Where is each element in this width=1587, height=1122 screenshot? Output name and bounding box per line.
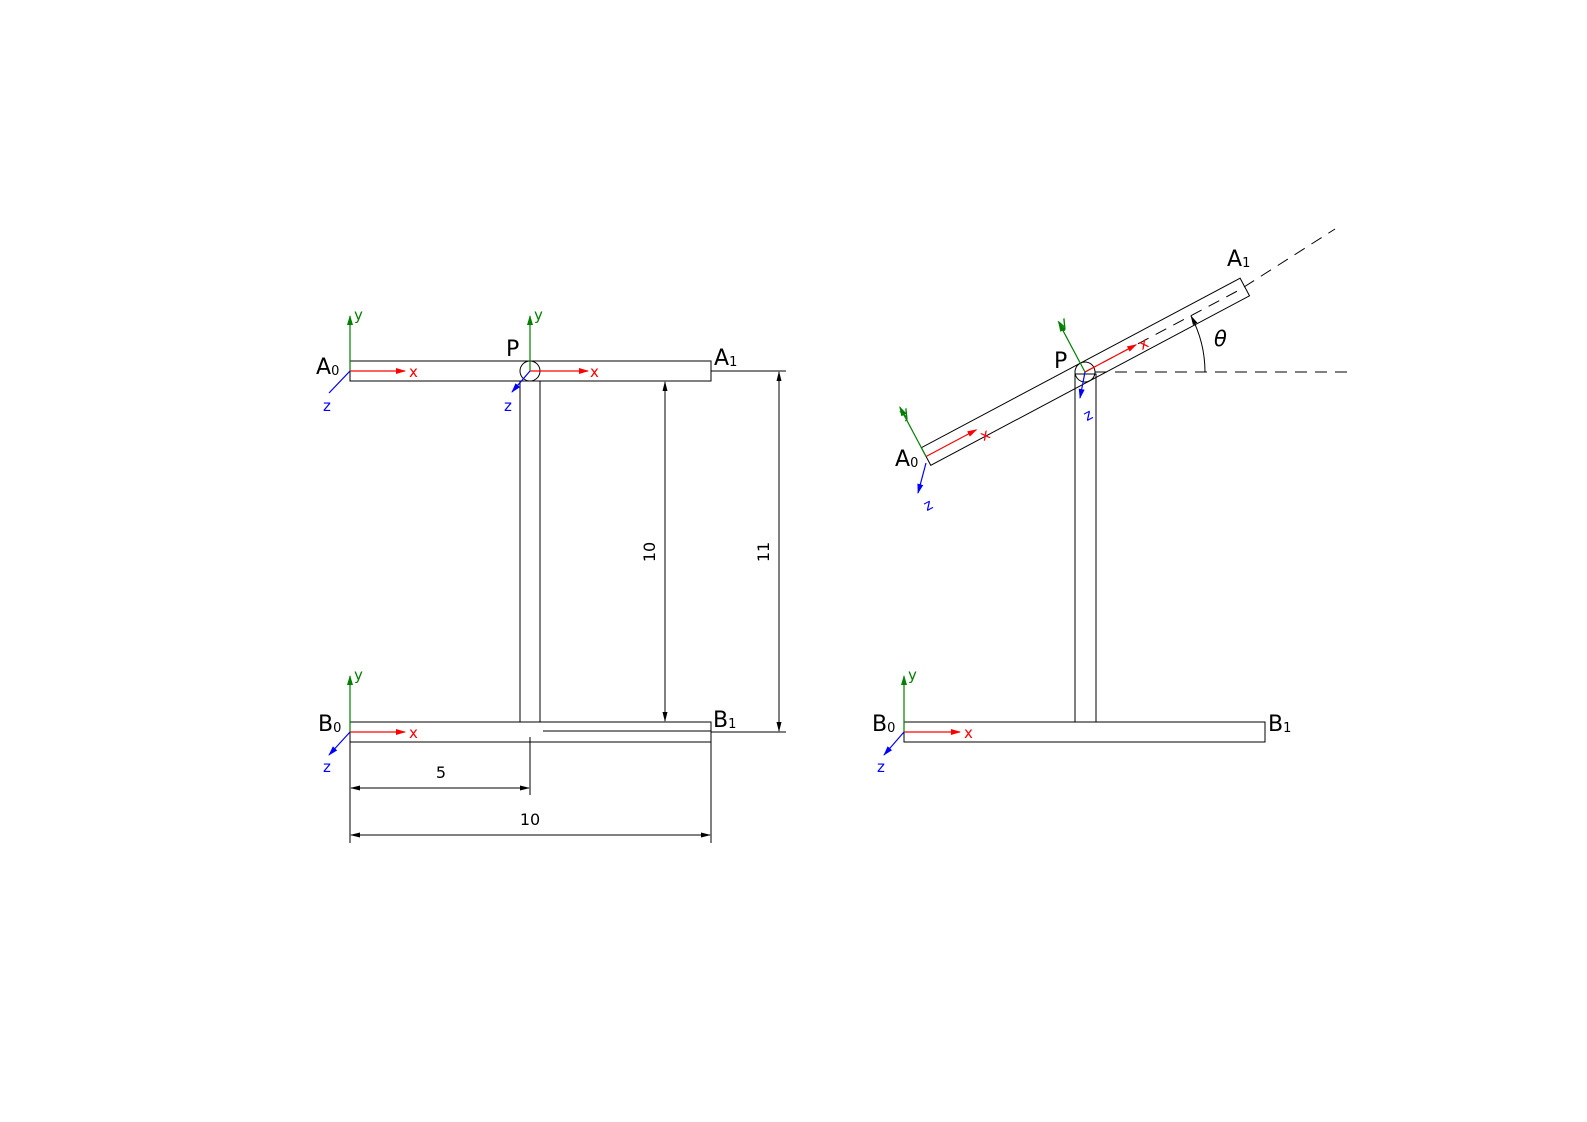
- b0-right-z-label: z: [877, 758, 885, 776]
- left-figure: x y z x y z x y z A0 A1 B0 B1 P: [316, 306, 786, 843]
- dim-full-width: 10: [350, 810, 711, 838]
- a0-x-label: x: [409, 363, 418, 381]
- label-p-left: P: [506, 337, 519, 362]
- dim-full-width-value: 10: [520, 810, 540, 829]
- frame-a0: x y z: [323, 306, 418, 415]
- label-a1-right: A1: [1227, 247, 1250, 272]
- theta-label: θ: [1214, 327, 1227, 351]
- p-left-y-label: y: [534, 306, 543, 324]
- b0-z-label: z: [323, 758, 331, 776]
- p-right-y-label: y: [1054, 313, 1070, 333]
- frame-p-left: x y z: [504, 306, 599, 415]
- theta-arc: [1190, 315, 1206, 373]
- a0-right-z-label: z: [920, 495, 936, 515]
- label-p-right: P: [1054, 349, 1067, 374]
- p-left-x-label: x: [590, 363, 599, 381]
- label-b1: B1: [713, 708, 736, 733]
- label-b1-right: B1: [1268, 712, 1291, 737]
- a0-right-x-label: x: [977, 425, 993, 445]
- p-right-z-label: z: [1080, 405, 1096, 425]
- a0-right-y-label: y: [896, 403, 912, 423]
- p-right-x-label: x: [1135, 334, 1151, 354]
- label-b0-right: B0: [872, 712, 895, 737]
- dim-overall-height-value: 11: [754, 542, 773, 562]
- a0-y-label: y: [354, 306, 363, 324]
- frame-b0-right: x y z: [877, 666, 973, 776]
- dim-half-width: 5: [349, 737, 712, 843]
- p-left-z-label: z: [504, 397, 512, 415]
- b0-right-y-label: y: [908, 666, 917, 684]
- label-b0: B0: [318, 712, 341, 737]
- vertical-post-right: [1074, 373, 1097, 723]
- label-a0: A0: [316, 355, 339, 380]
- b0-y-label: y: [354, 666, 363, 684]
- right-figure: x y z x y z x y z θ A0 A1 B0 B1 P: [872, 228, 1350, 776]
- a0-z-label: z: [323, 397, 331, 415]
- label-a0-right: A0: [895, 447, 918, 472]
- dim-post-height-value: 10: [640, 542, 659, 562]
- dim-overall-height: 11: [711, 370, 786, 733]
- frame-b0: x y z: [323, 666, 418, 776]
- b0-right-x-label: x: [964, 724, 973, 742]
- vertical-post: [519, 380, 541, 723]
- beam-axis-extension: [1243, 228, 1336, 288]
- dim-post-height: 10: [640, 380, 672, 723]
- dim-half-width-value: 5: [436, 763, 446, 782]
- b0-x-label: x: [409, 724, 418, 742]
- label-a1: A1: [714, 346, 737, 371]
